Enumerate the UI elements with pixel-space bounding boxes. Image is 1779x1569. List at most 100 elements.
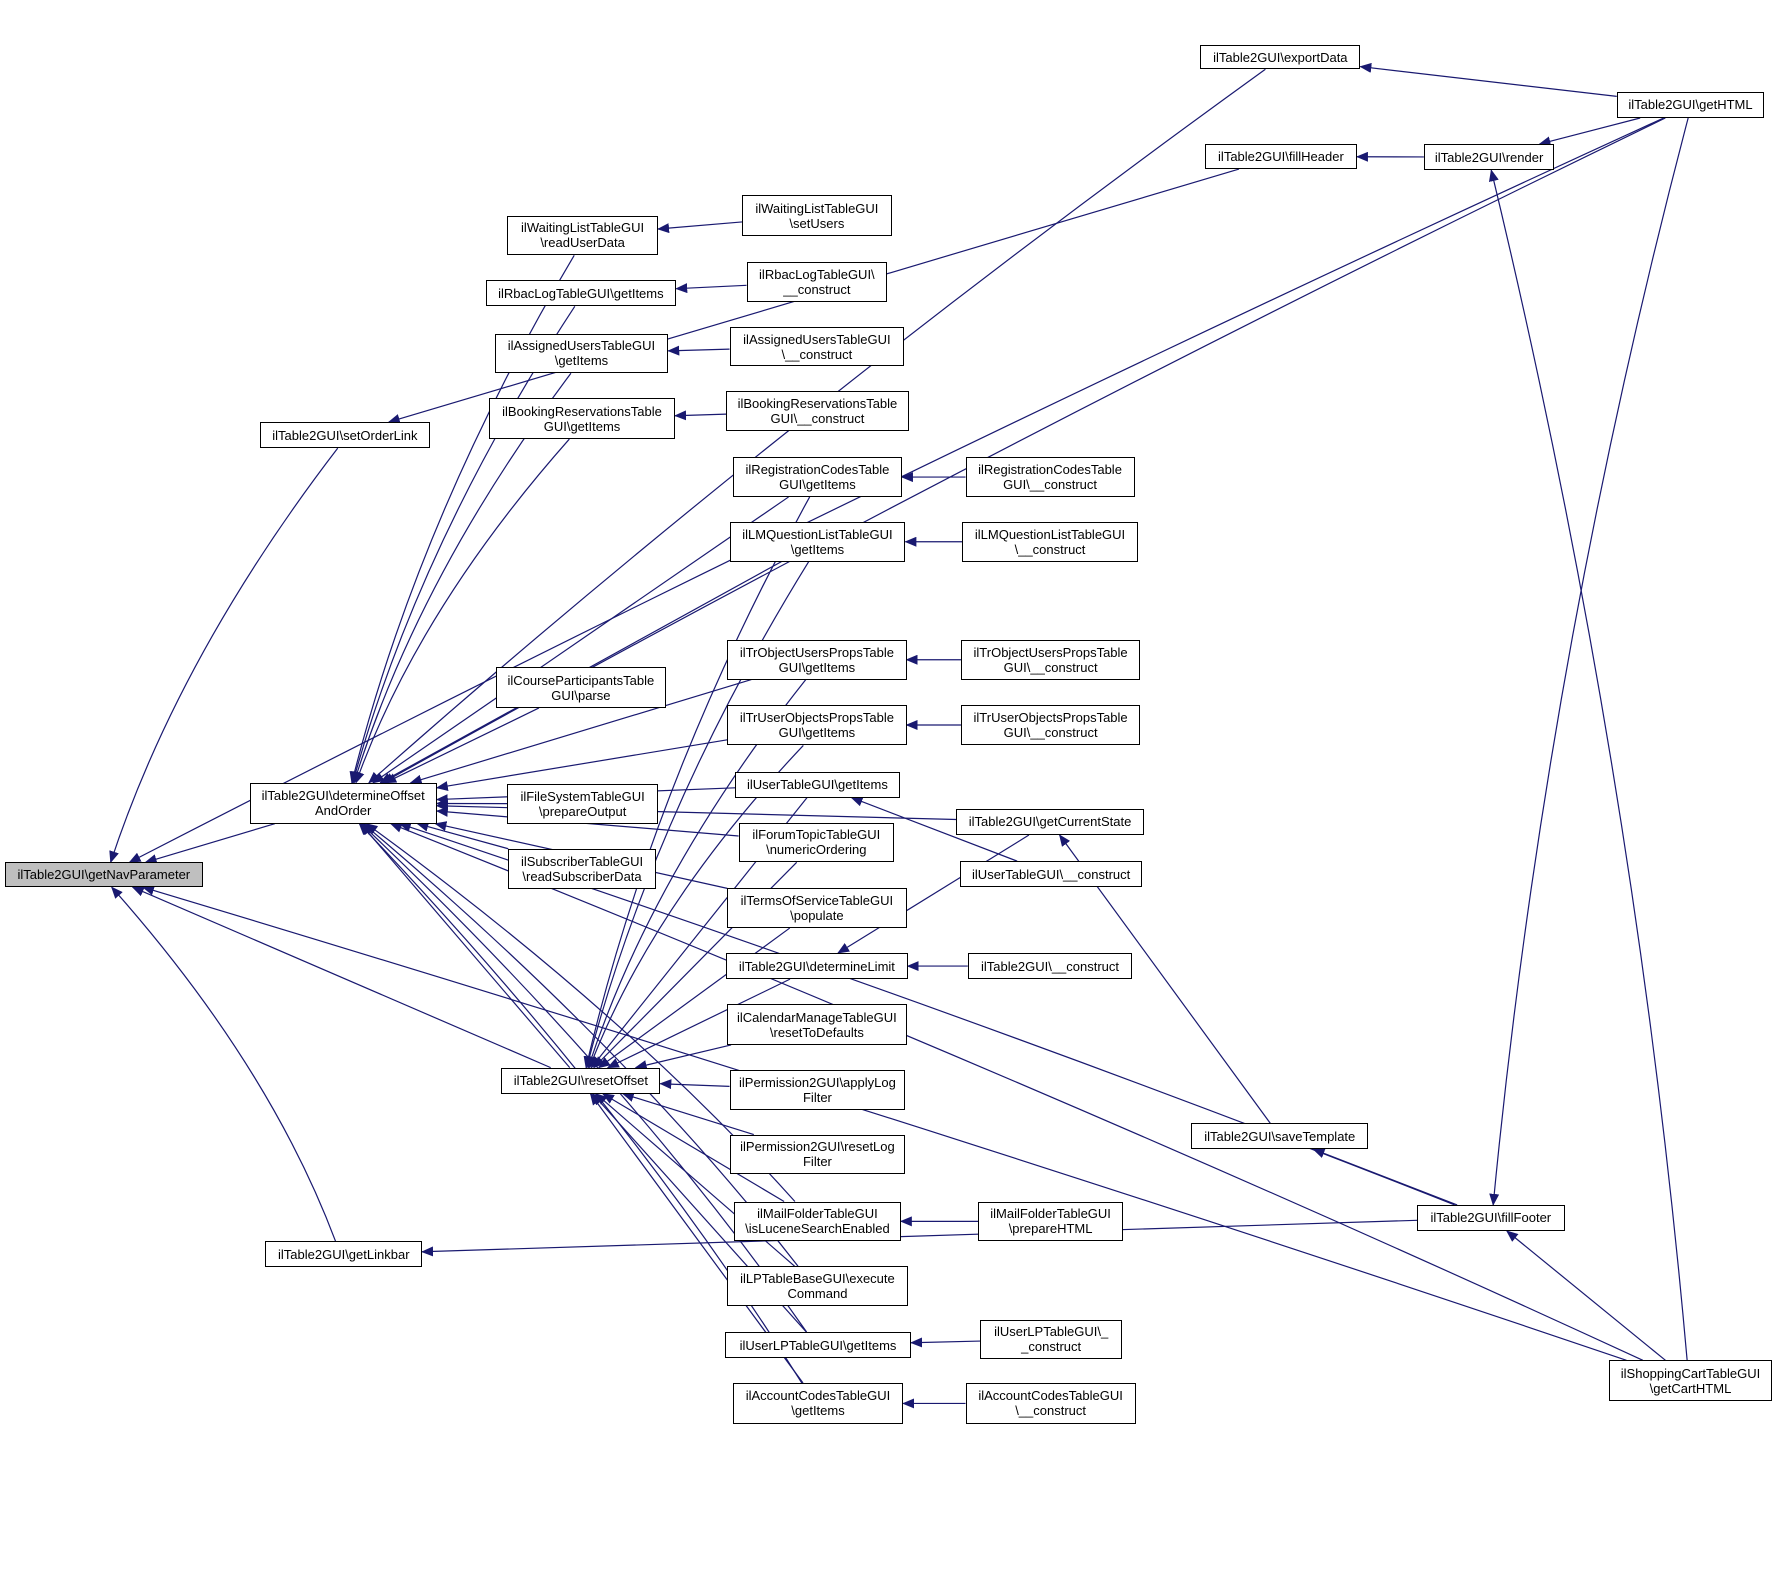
edge-determineOffsetAndOrder-to-waitingReadUserData bbox=[349, 254, 575, 784]
edge-rbacGetItems-to-rbacConstruct bbox=[675, 283, 747, 294]
node-user-lpconstruct[interactable]: ilUserLPTableGUI\__construct bbox=[980, 1319, 1123, 1360]
node-label-line: ilUserLPTableGUI\getItems bbox=[739, 1337, 897, 1353]
node-account-get-items[interactable]: ilAccountCodesTableGUI\getItems bbox=[732, 1383, 904, 1424]
node-label-line: ilTrObjectUsersPropsTable bbox=[739, 644, 894, 660]
node-label-line: ilTable2GUI\setOrderLink bbox=[272, 427, 418, 443]
node-label-line: ilBookingReservationsTable bbox=[502, 403, 662, 419]
edge-resetOffset-to-determineLimit bbox=[606, 978, 791, 1069]
node-determine-limit[interactable]: ilTable2GUI\determineLimit bbox=[726, 953, 908, 980]
node-render[interactable]: ilTable2GUI\render bbox=[1423, 144, 1555, 171]
edge-userLPGetItems-to-userLPConstruct bbox=[910, 1337, 981, 1348]
node-label-line: __construct bbox=[783, 281, 851, 297]
node-label-line: ilAccountCodesTableGUI bbox=[978, 1388, 1123, 1404]
node-assigned-construct[interactable]: ilAssignedUsersTableGUI\__construct bbox=[729, 326, 905, 367]
node-waiting-set-users[interactable]: ilWaitingListTableGUI\setUsers bbox=[742, 195, 892, 236]
edge-getNavParameter-to-shoppingCart bbox=[141, 885, 1627, 1361]
edge-determineOffsetAndOrder-to-bookingGetItems bbox=[354, 438, 570, 784]
edge-resetOffset-to-permApplyLog bbox=[659, 1079, 730, 1090]
node-label-line: GUI\getItems bbox=[778, 659, 856, 675]
node-label-line: GUI\__construct bbox=[1003, 477, 1097, 493]
node-label-line: ilRbacLogTableGUI\getItems bbox=[498, 285, 664, 301]
node-label-line: \readSubscriberData bbox=[522, 869, 642, 885]
node-assigned-get-items[interactable]: ilAssignedUsersTableGUI\getItems bbox=[494, 333, 669, 374]
node-label-line: \getItems bbox=[790, 541, 845, 557]
node-label-line: \__construct bbox=[1014, 541, 1086, 557]
edge-determineOffsetAndOrder-to-trUserObjGetItems bbox=[435, 739, 728, 791]
edge-resetOffset-to-regCodesGetItems bbox=[583, 496, 811, 1069]
node-label-line: ilUserTableGUI\getItems bbox=[746, 777, 888, 793]
node-fill-footer[interactable]: ilTable2GUI\fillFooter bbox=[1417, 1204, 1565, 1231]
node-rbac-construct[interactable]: ilRbacLogTableGUI\__construct bbox=[746, 262, 888, 302]
node-label-line: ilPermission2GUI\resetLog bbox=[740, 1139, 895, 1155]
node-label-line: \prepareHTML bbox=[1008, 1221, 1093, 1237]
node-label-line: \prepareOutput bbox=[538, 803, 627, 819]
node-file-system-prepare[interactable]: ilFileSystemTableGUI\prepareOutput bbox=[507, 783, 659, 824]
node-subscriber-read[interactable]: ilSubscriberTableGUI\readSubscriberData bbox=[508, 848, 656, 890]
node-get-current-state[interactable]: ilTable2GUI\getCurrentState bbox=[956, 808, 1144, 836]
node-table2construct[interactable]: ilTable2GUI\__construct bbox=[967, 953, 1133, 980]
node-user-lpget-items[interactable]: ilUserLPTableGUI\getItems bbox=[724, 1331, 912, 1359]
node-waiting-read-user-data[interactable]: ilWaitingListTableGUI\readUserData bbox=[507, 215, 659, 256]
node-get-html[interactable]: ilTable2GUI\getHTML bbox=[1616, 91, 1765, 118]
edge-determineOffsetAndOrder-to-rbacGetItems bbox=[350, 306, 576, 784]
node-shopping-cart[interactable]: ilShoppingCartTableGUI\getCartHTML bbox=[1608, 1360, 1773, 1402]
node-forum-numeric[interactable]: ilForumTopicTableGUI\numericOrdering bbox=[738, 822, 895, 863]
node-get-nav-parameter[interactable]: ilTable2GUI\getNavParameter bbox=[4, 862, 204, 888]
node-label-line: ilTable2GUI\determineLimit bbox=[738, 958, 895, 974]
node-label-line: ilTable2GUI\saveTemplate bbox=[1204, 1128, 1356, 1144]
edge-resetOffset-to-calendarReset bbox=[634, 1044, 732, 1070]
node-user-table-get-items[interactable]: ilUserTableGUI\getItems bbox=[735, 771, 900, 798]
node-label-line: \populate bbox=[790, 908, 844, 924]
node-mail-prepare-html[interactable]: ilMailFolderTableGUI\prepareHTML bbox=[977, 1201, 1124, 1242]
node-label-line: ilTable2GUI\resetOffset bbox=[513, 1073, 648, 1089]
edge-render-to-shoppingCart bbox=[1488, 169, 1688, 1361]
node-get-linkbar[interactable]: ilTable2GUI\getLinkbar bbox=[265, 1241, 423, 1268]
node-account-construct[interactable]: ilAccountCodesTableGUI\__construct bbox=[965, 1383, 1136, 1424]
node-export-data[interactable]: ilTable2GUI\exportData bbox=[1200, 45, 1361, 70]
node-calendar-reset[interactable]: ilCalendarManageTableGUI\resetToDefaults bbox=[727, 1004, 907, 1045]
node-label-line: GUI\getItems bbox=[779, 477, 856, 493]
node-label-line: ilWaitingListTableGUI bbox=[521, 220, 645, 236]
node-save-template[interactable]: ilTable2GUI\saveTemplate bbox=[1191, 1123, 1369, 1150]
node-label-line: \resetToDefaults bbox=[769, 1024, 864, 1040]
node-mail-lucene[interactable]: ilMailFolderTableGUI\isLuceneSearchEnabl… bbox=[734, 1201, 901, 1242]
node-rbac-get-items[interactable]: ilRbacLogTableGUI\getItems bbox=[485, 280, 677, 307]
node-lm-question-construct[interactable]: ilLMQuestionListTableGUI\__construct bbox=[962, 521, 1138, 562]
node-reset-offset[interactable]: ilTable2GUI\resetOffset bbox=[501, 1067, 661, 1094]
node-label-line: \getCartHTML bbox=[1649, 1380, 1732, 1396]
edge-resetOffset-to-permResetLog bbox=[621, 1092, 754, 1136]
edge-render-to-getHTML bbox=[1538, 117, 1641, 147]
node-label-line: ilTable2GUI\getCurrentState bbox=[968, 814, 1132, 830]
node-label-line: ilTable2GUI\fillHeader bbox=[1218, 149, 1344, 165]
edge-fillFooter-to-getHTML bbox=[1489, 117, 1689, 1206]
node-user-table-construct[interactable]: ilUserTableGUI\__construct bbox=[959, 861, 1143, 888]
node-fill-header[interactable]: ilTable2GUI\fillHeader bbox=[1204, 144, 1357, 170]
node-label-line: ilFileSystemTableGUI bbox=[520, 788, 645, 804]
node-terms-populate[interactable]: ilTermsOfServiceTableGUI\populate bbox=[727, 888, 907, 929]
edge-getNavParameter-to-setOrderLink bbox=[109, 447, 339, 864]
node-label-line: \__construct bbox=[781, 346, 853, 362]
node-label-line: ilTable2GUI\getNavParameter bbox=[17, 867, 191, 883]
node-label-line: ilTrUserObjectsPropsTable bbox=[739, 709, 894, 725]
node-label-line: Filter bbox=[802, 1154, 832, 1170]
node-set-order-link[interactable]: ilTable2GUI\setOrderLink bbox=[259, 422, 430, 449]
node-label-line: ilUserTableGUI\__construct bbox=[972, 866, 1131, 882]
node-lm-question-get-items[interactable]: ilLMQuestionListTableGUI\getItems bbox=[729, 521, 906, 562]
node-label-line: ilRegistrationCodesTable bbox=[978, 462, 1122, 478]
node-label-line: ilRbacLogTableGUI\ bbox=[759, 266, 875, 282]
